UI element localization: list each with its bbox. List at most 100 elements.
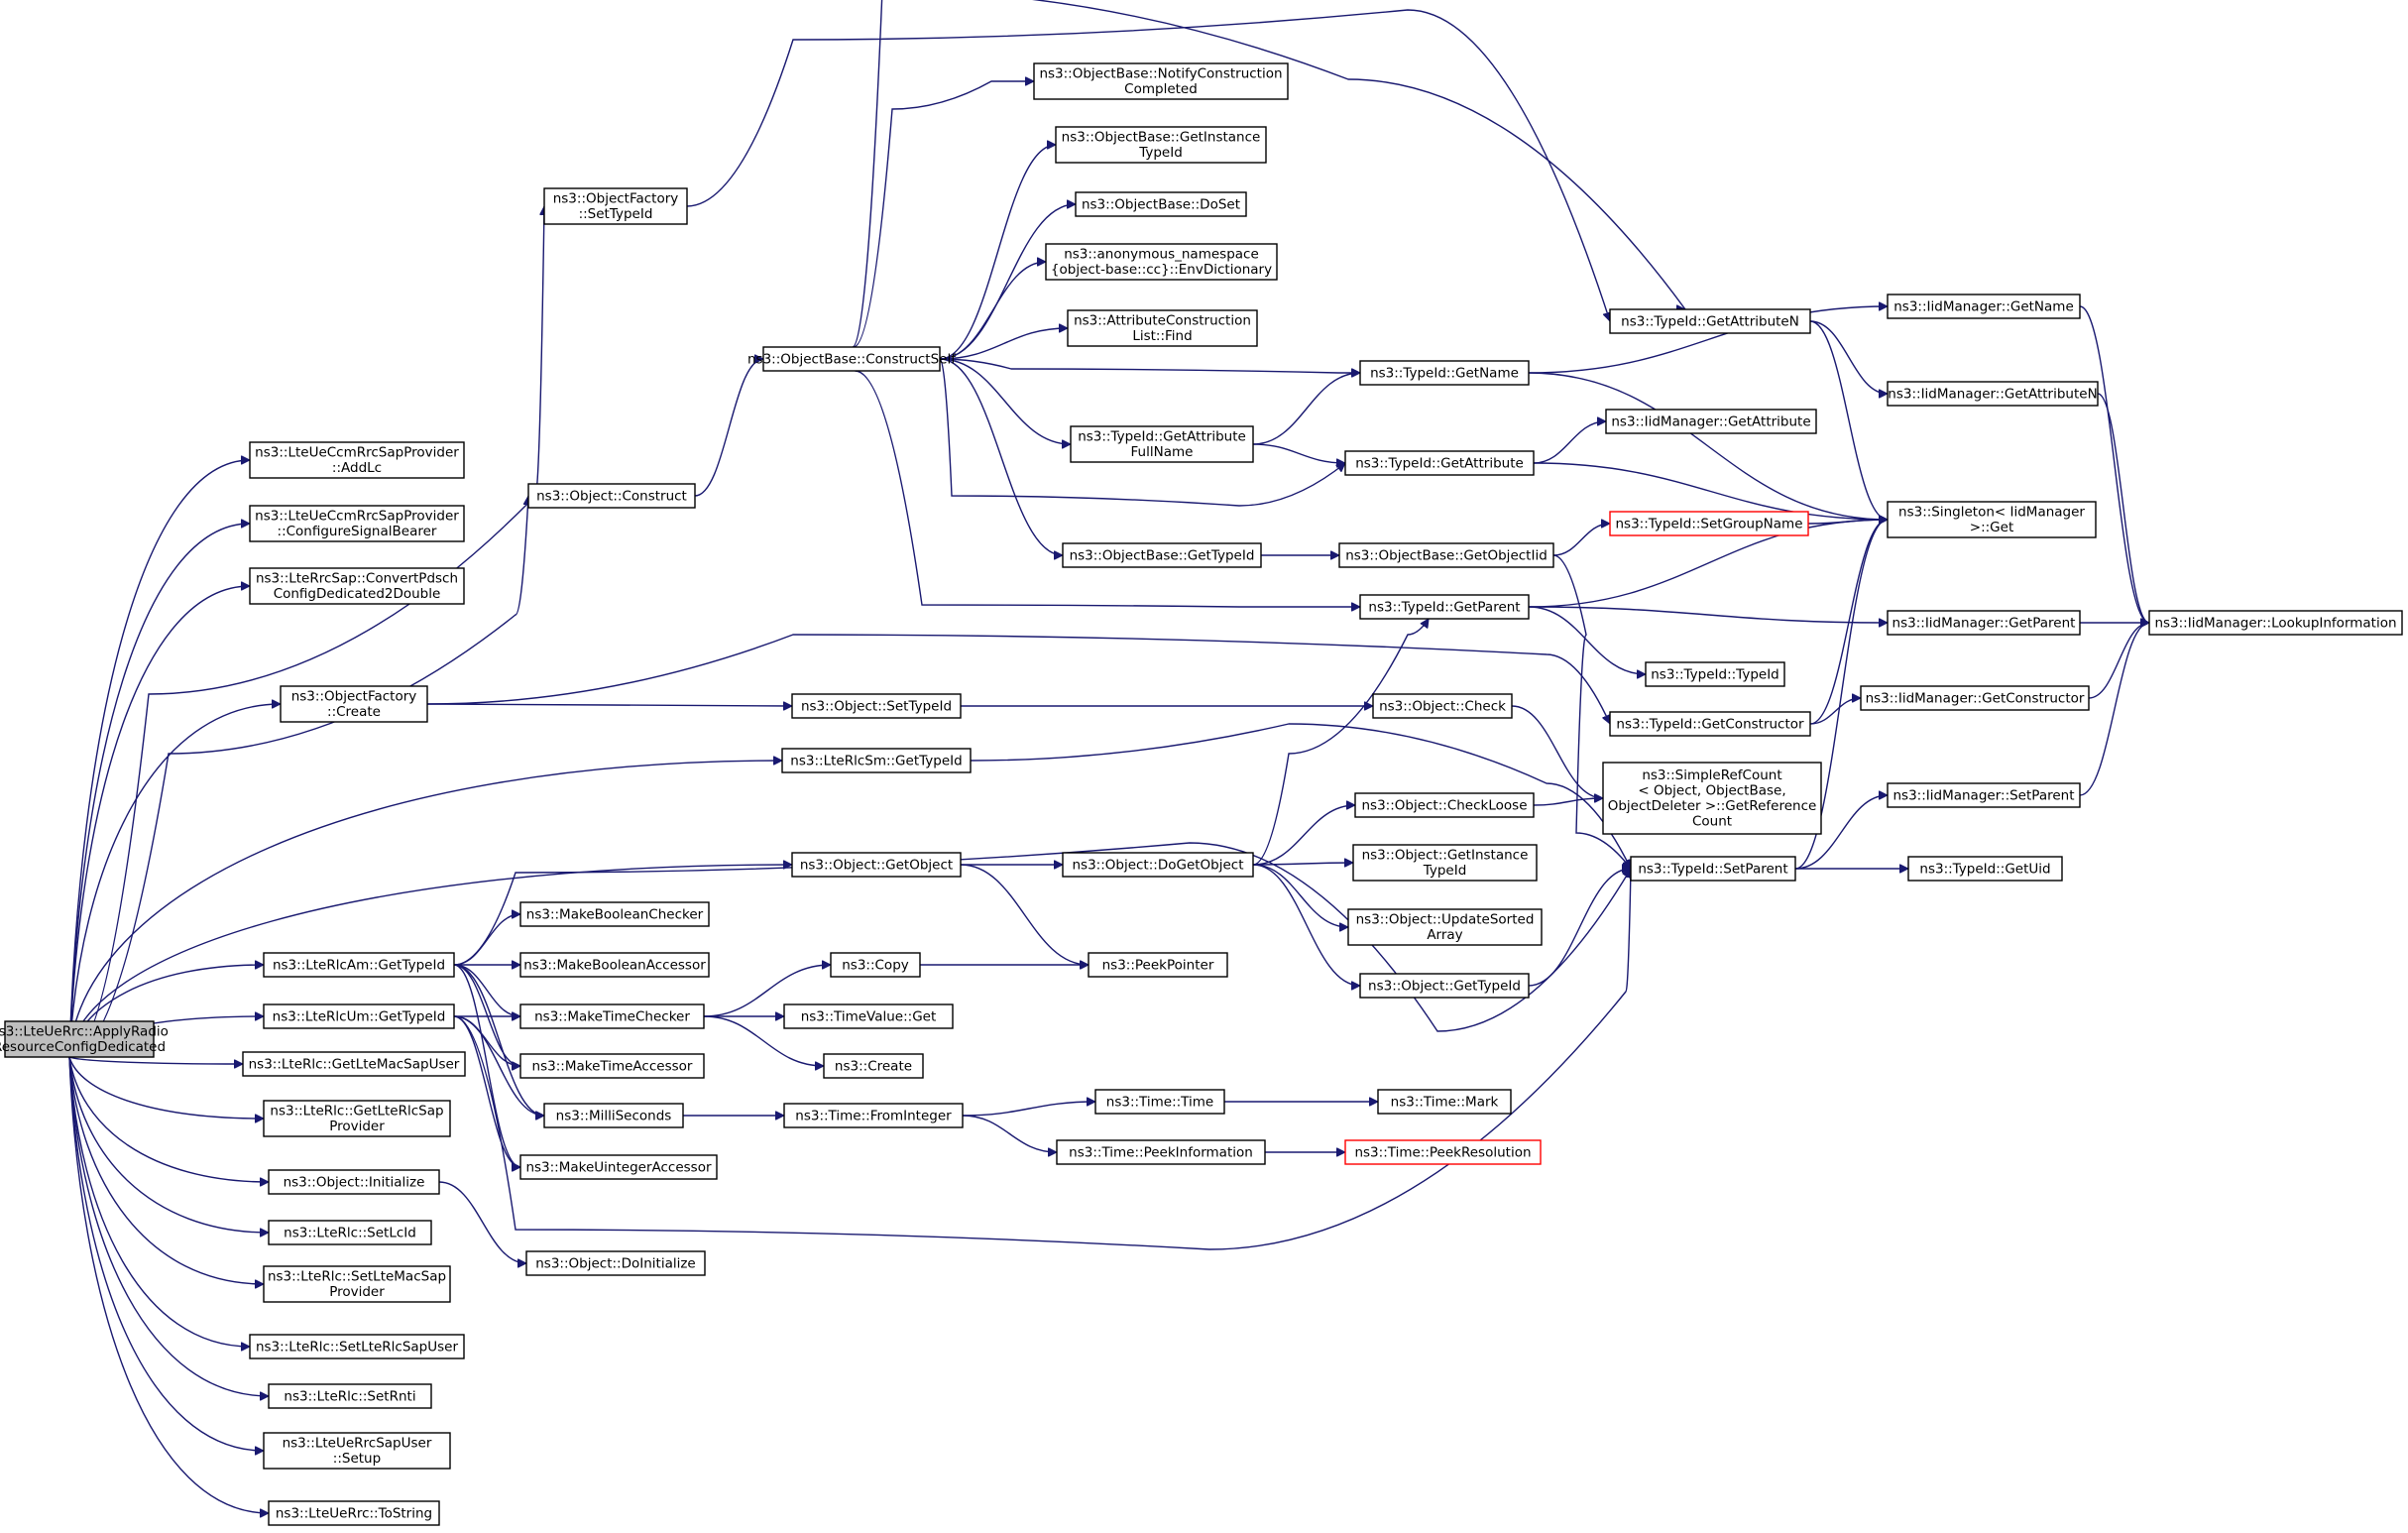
node-lteuerrcsapuser_setup[interactable]: ns3::LteUeRrcSapUser::Setup xyxy=(263,1432,451,1470)
node-tid_typeid[interactable]: ns3::TypeId::TypeId xyxy=(1645,661,1785,687)
node-obj_doinitialize[interactable]: ns3::Object::DoInitialize xyxy=(525,1250,706,1276)
node-box xyxy=(1354,792,1535,818)
node-iid_getconstructor[interactable]: ns3::IidManager::GetConstructor xyxy=(1860,685,2090,711)
edge-tid_getattrfull-to-tid_getattr xyxy=(1252,443,1345,463)
node-tid_getconstructor[interactable]: ns3::TypeId::GetConstructor xyxy=(1609,711,1811,737)
node-makeuint_accessor[interactable]: ns3::MakeUintegerAccessor xyxy=(519,1154,718,1180)
node-tid_getattrn[interactable]: ns3::TypeId::GetAttributeN xyxy=(1609,308,1811,334)
edge-tid_setparent-to-singleton_get xyxy=(1794,520,1889,870)
node-lterlc_setlcid[interactable]: ns3::LteRlc::SetLcId xyxy=(268,1220,432,1245)
node-box xyxy=(527,483,696,509)
node-box xyxy=(1605,409,1817,434)
node-of_create[interactable]: ns3::ObjectFactory::Create xyxy=(280,685,428,723)
node-ob_doset[interactable]: ns3::ObjectBase::DoSet xyxy=(1075,191,1247,217)
edge-maketime_checker-to-create xyxy=(703,1015,824,1066)
node-lterlcsm[interactable]: ns3::LteRlcSm::GetTypeId xyxy=(781,748,972,773)
node-ob_getobjectiid[interactable]: ns3::ObjectBase::GetObjectIid xyxy=(1338,542,1554,568)
node-box xyxy=(4,1020,155,1058)
edge-of_settypeid-to-tid_getattrn xyxy=(686,9,1610,321)
node-label-line: ns3::Object::Initialize xyxy=(284,1174,425,1190)
node-tid_setparent[interactable]: ns3::TypeId::SetParent xyxy=(1630,856,1796,882)
node-root[interactable]: ns3::LteUeRrc::ApplyRadioResourceConfigD… xyxy=(0,1020,169,1058)
node-box xyxy=(762,346,941,372)
node-tid_setgroupname[interactable]: ns3::TypeId::SetGroupName xyxy=(1609,511,1809,536)
node-label-line: ns3::ObjectFactory xyxy=(553,191,679,207)
node-label-line: ns3::Time::Time xyxy=(1106,1094,1213,1110)
node-obj_initialize[interactable]: ns3::Object::Initialize xyxy=(268,1169,440,1195)
node-box xyxy=(781,748,972,773)
node-lterlc_setrnti[interactable]: ns3::LteRlc::SetRnti xyxy=(268,1383,432,1409)
edge-root-to-lterlc_setltemacsapprov xyxy=(68,1056,264,1284)
node-maketime_accessor[interactable]: ns3::MakeTimeAccessor xyxy=(519,1053,705,1079)
node-ob_constructself[interactable]: ns3::ObjectBase::ConstructSelf xyxy=(747,346,957,372)
node-time_peekinfo[interactable]: ns3::Time::PeekInformation xyxy=(1056,1139,1266,1165)
node-iid_getname[interactable]: ns3::IidManager::GetName xyxy=(1887,294,2081,319)
node-ob_gettypeid[interactable]: ns3::ObjectBase::GetTypeId xyxy=(1062,542,1262,568)
edge-root-to-lterlc_getlterlcsapprov xyxy=(68,1056,264,1119)
node-label-line: ns3::ObjectBase::ConstructSelf xyxy=(747,351,957,367)
node-copy[interactable]: ns3::Copy xyxy=(830,952,921,978)
node-label-line: ns3::Object::Construct xyxy=(536,488,687,504)
node-peekpointer[interactable]: ns3::PeekPointer xyxy=(1088,952,1228,978)
node-addlc[interactable]: ns3::LteUeCcmRrcSapProvider::AddLc xyxy=(249,441,465,479)
node-create[interactable]: ns3::Create xyxy=(823,1053,924,1079)
edge-tid_setparent-to-iid_setparent xyxy=(1794,795,1888,870)
node-time_time[interactable]: ns3::Time::Time xyxy=(1094,1089,1225,1115)
node-anon_env[interactable]: ns3::anonymous_namespace{object-base::cc… xyxy=(1045,243,1278,281)
node-time_frominteger[interactable]: ns3::Time::FromInteger xyxy=(783,1103,964,1128)
node-timevalue_get[interactable]: ns3::TimeValue::Get xyxy=(783,1003,954,1029)
node-convpdsch[interactable]: ns3::LteRrcSap::ConvertPdschConfigDedica… xyxy=(249,567,465,605)
node-obj_gettypeid[interactable]: ns3::Object::GetTypeId xyxy=(1359,973,1530,999)
node-makebool_accessor[interactable]: ns3::MakeBooleanAccessor xyxy=(519,952,710,978)
node-tid_getparent[interactable]: ns3::TypeId::GetParent xyxy=(1359,594,1530,620)
node-iid_getattr[interactable]: ns3::IidManager::GetAttribute xyxy=(1605,409,1817,434)
node-time_peekres[interactable]: ns3::Time::PeekResolution xyxy=(1344,1139,1542,1165)
node-tid_getuid[interactable]: ns3::TypeId::GetUid xyxy=(1907,856,2063,882)
node-obj_dogetobject[interactable]: ns3::Object::DoGetObject xyxy=(1062,852,1254,878)
node-of_settypeid[interactable]: ns3::ObjectFactory::SetTypeId xyxy=(543,187,688,225)
node-iid_getattrn[interactable]: ns3::IidManager::GetAttributeN xyxy=(1887,381,2099,407)
node-singleton_get[interactable]: ns3::Singleton< IidManager >::Get xyxy=(1887,501,2097,538)
edge-root-to-lteuerrc_tostring xyxy=(68,1056,269,1513)
node-obj_construct[interactable]: ns3::Object::Construct xyxy=(527,483,696,509)
node-lterlcam[interactable]: ns3::LteRlcAm::GetTypeId xyxy=(263,952,455,978)
node-obj_check[interactable]: ns3::Object::Check xyxy=(1372,693,1513,719)
edge-root-to-lterlc_getltemacsapuser xyxy=(68,1056,243,1064)
node-label-line: ns3::IidManager::GetAttribute xyxy=(1611,413,1810,429)
node-iid_getparent[interactable]: ns3::IidManager::GetParent xyxy=(1887,610,2081,636)
node-label-line: ResourceConfigDedicated xyxy=(0,1039,166,1055)
node-lterlcum[interactable]: ns3::LteRlcUm::GetTypeId xyxy=(263,1003,455,1029)
node-simplerefcount[interactable]: ns3::SimpleRefCount< Object, ObjectBase,… xyxy=(1602,762,1822,835)
node-label-line: ns3::LteRlc::SetLteRlcSapUser xyxy=(256,1339,459,1355)
node-lterlc_setlterlcsapuser[interactable]: ns3::LteRlc::SetLteRlcSapUser xyxy=(249,1334,465,1359)
node-label-line: ns3::LteRlcUm::GetTypeId xyxy=(273,1008,446,1024)
node-label-line: ns3::Time::PeekResolution xyxy=(1354,1144,1531,1160)
node-iid_setparent[interactable]: ns3::IidManager::SetParent xyxy=(1887,782,2081,808)
edge-ob_constructself-to-attrcl_find xyxy=(939,328,1068,360)
node-tid_getattr[interactable]: ns3::TypeId::GetAttribute xyxy=(1344,450,1535,476)
node-time_mark[interactable]: ns3::Time::Mark xyxy=(1377,1089,1512,1115)
node-label-line: ns3::SimpleRefCount xyxy=(1642,767,1781,783)
node-configsb[interactable]: ns3::LteUeCcmRrcSapProvider::ConfigureSi… xyxy=(249,505,465,542)
node-obj_settypeid[interactable]: ns3::Object::SetTypeId xyxy=(791,693,962,719)
node-tid_getname[interactable]: ns3::TypeId::GetName xyxy=(1359,360,1530,386)
node-obj_getobject[interactable]: ns3::Object::GetObject xyxy=(791,852,962,878)
edge-lterlcam-to-milliseconds xyxy=(453,964,545,1116)
node-box xyxy=(1070,425,1254,463)
node-maketime_checker[interactable]: ns3::MakeTimeChecker xyxy=(519,1003,705,1029)
node-lteuerrc_tostring[interactable]: ns3::LteUeRrc::ToString xyxy=(268,1500,440,1526)
node-ob_notify[interactable]: ns3::ObjectBase::NotifyConstructionCompl… xyxy=(1033,62,1289,100)
node-lterlc_getltemacsapuser[interactable]: ns3::LteRlc::GetLteMacSapUser xyxy=(242,1051,466,1077)
node-obj_checkloose[interactable]: ns3::Object::CheckLoose xyxy=(1354,792,1535,818)
node-milliseconds[interactable]: ns3::MilliSeconds xyxy=(543,1103,684,1128)
node-iid_lookup[interactable]: ns3::IidManager::LookupInformation xyxy=(2148,610,2403,636)
node-label-line: ns3::ObjectBase::GetTypeId xyxy=(1070,547,1255,563)
node-makebool_checker[interactable]: ns3::MakeBooleanChecker xyxy=(519,901,710,927)
